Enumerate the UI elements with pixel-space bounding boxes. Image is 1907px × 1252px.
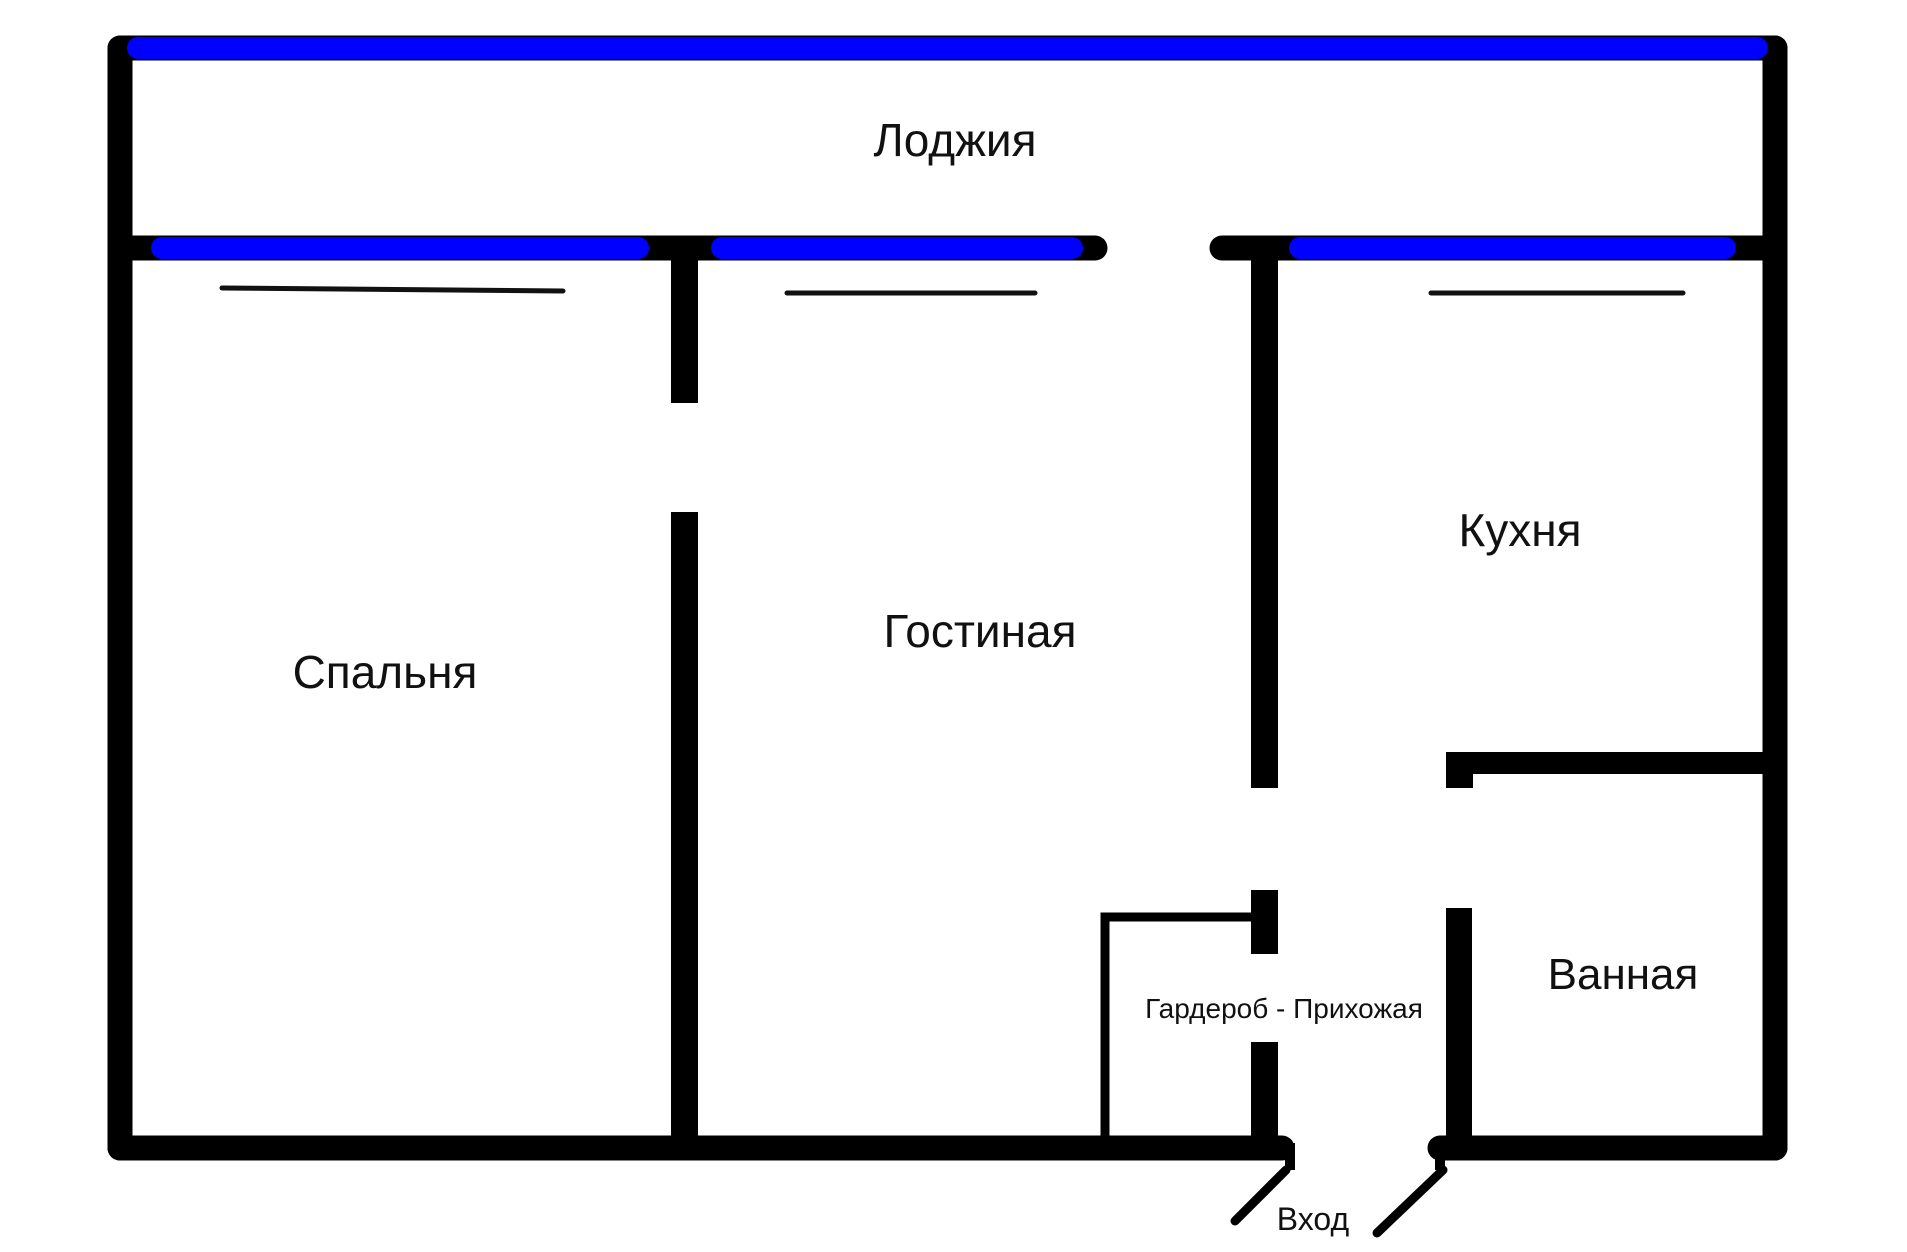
door-leaf-left [1230, 1165, 1291, 1226]
wall-bath-left [1446, 908, 1472, 1148]
interior-walls [671, 248, 1775, 1148]
label-loggia: Лоджия [874, 114, 1037, 166]
label-bedroom: Спальня [293, 646, 478, 698]
wardrobe-outline [1100, 912, 1258, 1148]
door-leaf-right [1372, 1165, 1448, 1238]
label-entrance: Вход [1277, 1201, 1350, 1237]
wall-living-kitchen-upper [1251, 248, 1278, 788]
label-kitchen: Кухня [1458, 504, 1581, 556]
wall-bedroom-living-lower [671, 512, 698, 1148]
wall-bath-stub [1446, 752, 1473, 788]
window-sills [219, 285, 1686, 296]
wall-hall-left-b [1251, 1042, 1278, 1148]
entrance-door [1230, 1143, 1448, 1238]
label-wardrobe-hall: Гардероб - Прихожая [1145, 993, 1423, 1024]
wall-hall-left-a [1251, 890, 1278, 954]
label-living-room: Гостиная [883, 605, 1076, 657]
label-bathroom: Ванная [1548, 950, 1699, 999]
windows [127, 37, 1768, 259]
wardrobe-partition [1100, 912, 1258, 1148]
outer-walls [107, 35, 1788, 1161]
wall-bedroom-living-upper [671, 248, 698, 403]
wall-kitchen-bath [1446, 752, 1775, 774]
room-labels: Лоджия Спальня Гостиная Кухня Ванная Гар… [293, 114, 1699, 1237]
door-jamb-right [1435, 1143, 1448, 1170]
door-jamb-left [1232, 1143, 1295, 1170]
sill-bedroom [219, 285, 566, 294]
